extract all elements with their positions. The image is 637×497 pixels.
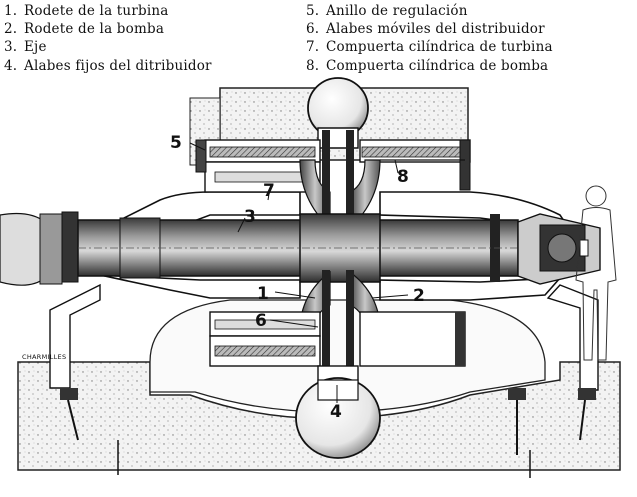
main-shaft [61,211,519,283]
callout-1: 1 [257,284,269,304]
human-figure-scale [575,185,617,361]
manufacturer-label: CHARMILLES [22,353,66,361]
callout-2: 2 [413,286,425,306]
upper-runner-blades [299,130,381,230]
pump-turbine-section-drawing: 5 7 8 3 1 2 6 4 CHARMILLES [0,77,621,478]
legend-item-5: 5.Anillo de regulación [306,3,468,19]
legend-item-8: 8.Compuerta cilíndrica de bomba [306,57,549,74]
legend-item-6: 6.Alabes móviles del distribuidor [306,21,545,38]
callout-4: 4 [330,402,342,422]
legend-item-4: 4.Alabes fijos del ditribuidor [4,57,212,74]
legend-right: 5.Anillo de regulación 6.Alabes móviles … [306,2,553,75]
reference-markers [117,440,531,478]
right-bearing-housing [517,213,601,285]
lower-distributor-housing [209,311,466,385]
callout-7: 7 [263,181,275,201]
legend-item-7: 7.Compuerta cilíndrica de turbina [306,39,553,56]
callout-5: 5 [170,133,182,153]
legend-item-1: 1.Rodete de la turbina [4,3,169,19]
legend-item-3: 3.Eje [4,39,47,56]
left-coupling [0,212,63,286]
legend-item-2: 2.Rodete de la bomba [4,21,165,38]
callout-6: 6 [255,311,267,331]
lower-spiral-casing [295,377,381,459]
legend-left: 1.Rodete de la turbina 2.Rodete de la bo… [4,2,212,75]
callout-3: 3 [244,207,256,227]
callout-8: 8 [397,167,409,187]
callout-leaders [189,142,409,403]
anchor-bolts [60,388,596,455]
